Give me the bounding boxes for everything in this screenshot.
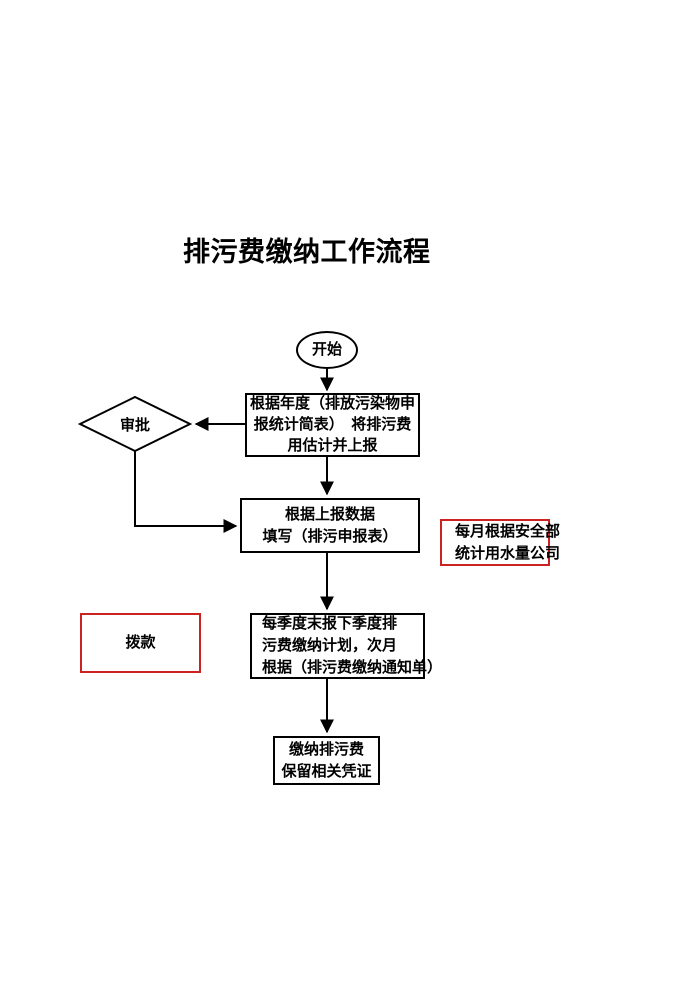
funds-label: 拨款 bbox=[125, 635, 156, 651]
fill-line-1: 根据上报数据 bbox=[284, 506, 375, 523]
water-usage-line-2: 统计用水量公司 bbox=[455, 545, 561, 562]
start-label: 开始 bbox=[311, 341, 342, 358]
estimate-line-3: 用估计并上报 bbox=[287, 437, 378, 454]
pay-line-1: 缴纳排污费 bbox=[288, 741, 364, 758]
estimate-line-1: 根据年度（排放污染物申 bbox=[249, 395, 415, 412]
pay-node: 缴纳排污费 保留相关凭证 bbox=[273, 736, 380, 785]
water-usage-annotation: 每月根据安全部 统计用水量公司 bbox=[440, 519, 561, 566]
arrow-approve-to-fill bbox=[134, 451, 238, 533]
page-title: 排污费缴纳工作流程 bbox=[183, 237, 431, 267]
plan-line-2: 污费缴纳计划，次月 bbox=[262, 638, 398, 654]
estimate-line-2: 报统计简表） 将排污费 bbox=[253, 416, 412, 433]
funds-annotation: 拨款 bbox=[80, 613, 201, 673]
fill-node: 根据上报数据 填写（排污申报表） bbox=[240, 498, 420, 553]
approve-node-label: 审批 bbox=[119, 418, 150, 434]
plan-node: 每季度末报下季度排 污费缴纳计划，次月 根据（排污费缴纳通知单） bbox=[250, 613, 443, 679]
start-node: 开始 bbox=[296, 331, 358, 369]
plan-line-1: 每季度末报下季度排 bbox=[262, 616, 398, 632]
water-usage-line-1: 每月根据安全部 bbox=[455, 523, 561, 540]
plan-line-3: 根据（排污费缴纳通知单） bbox=[262, 660, 443, 676]
pay-line-2: 保留相关凭证 bbox=[281, 763, 372, 780]
estimate-node: 根据年度（排放污染物申 报统计简表） 将排污费 用估计并上报 bbox=[245, 393, 420, 457]
fill-line-2: 填写（排污申报表） bbox=[262, 528, 398, 545]
